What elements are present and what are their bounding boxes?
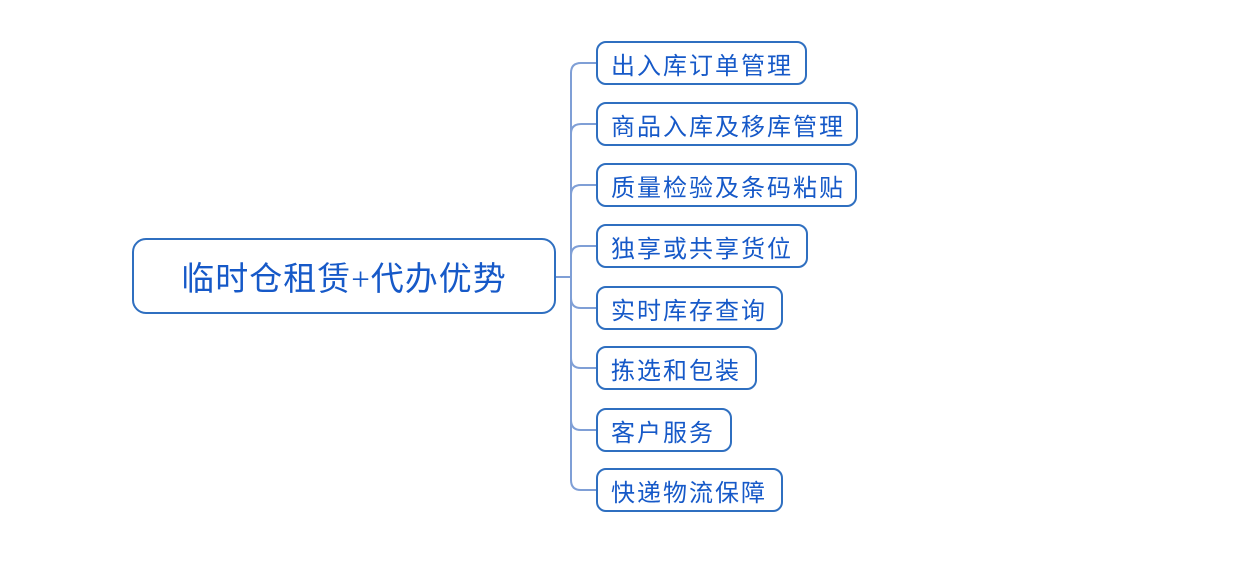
branch-line-1: [570, 62, 597, 74]
child-node-goods-warehousing-and-relocation-management[interactable]: 商品入库及移库管理: [596, 102, 858, 146]
child-node-customer-service[interactable]: 客户服务: [596, 408, 732, 452]
root-node[interactable]: 临时仓租赁+代办优势: [132, 238, 556, 314]
branch-line-4: [570, 245, 597, 257]
branch-line-5: [570, 297, 597, 309]
child-node-picking-and-packing[interactable]: 拣选和包装: [596, 346, 757, 390]
branch-line-2: [570, 123, 597, 135]
child-node-quality-inspection-and-barcode-labeling[interactable]: 质量检验及条码粘贴: [596, 163, 857, 207]
child-node-exclusive-or-shared-storage-slots[interactable]: 独享或共享货位: [596, 224, 808, 268]
branch-line-8: [570, 479, 597, 491]
child-node-express-logistics-guarantee[interactable]: 快递物流保障: [596, 468, 783, 512]
branch-line-7: [570, 419, 597, 431]
branch-line-3: [570, 184, 597, 196]
branch-line-6: [570, 357, 597, 369]
child-node-real-time-inventory-query[interactable]: 实时库存查询: [596, 286, 783, 330]
child-node-inbound-outbound-order-management[interactable]: 出入库订单管理: [596, 41, 807, 85]
